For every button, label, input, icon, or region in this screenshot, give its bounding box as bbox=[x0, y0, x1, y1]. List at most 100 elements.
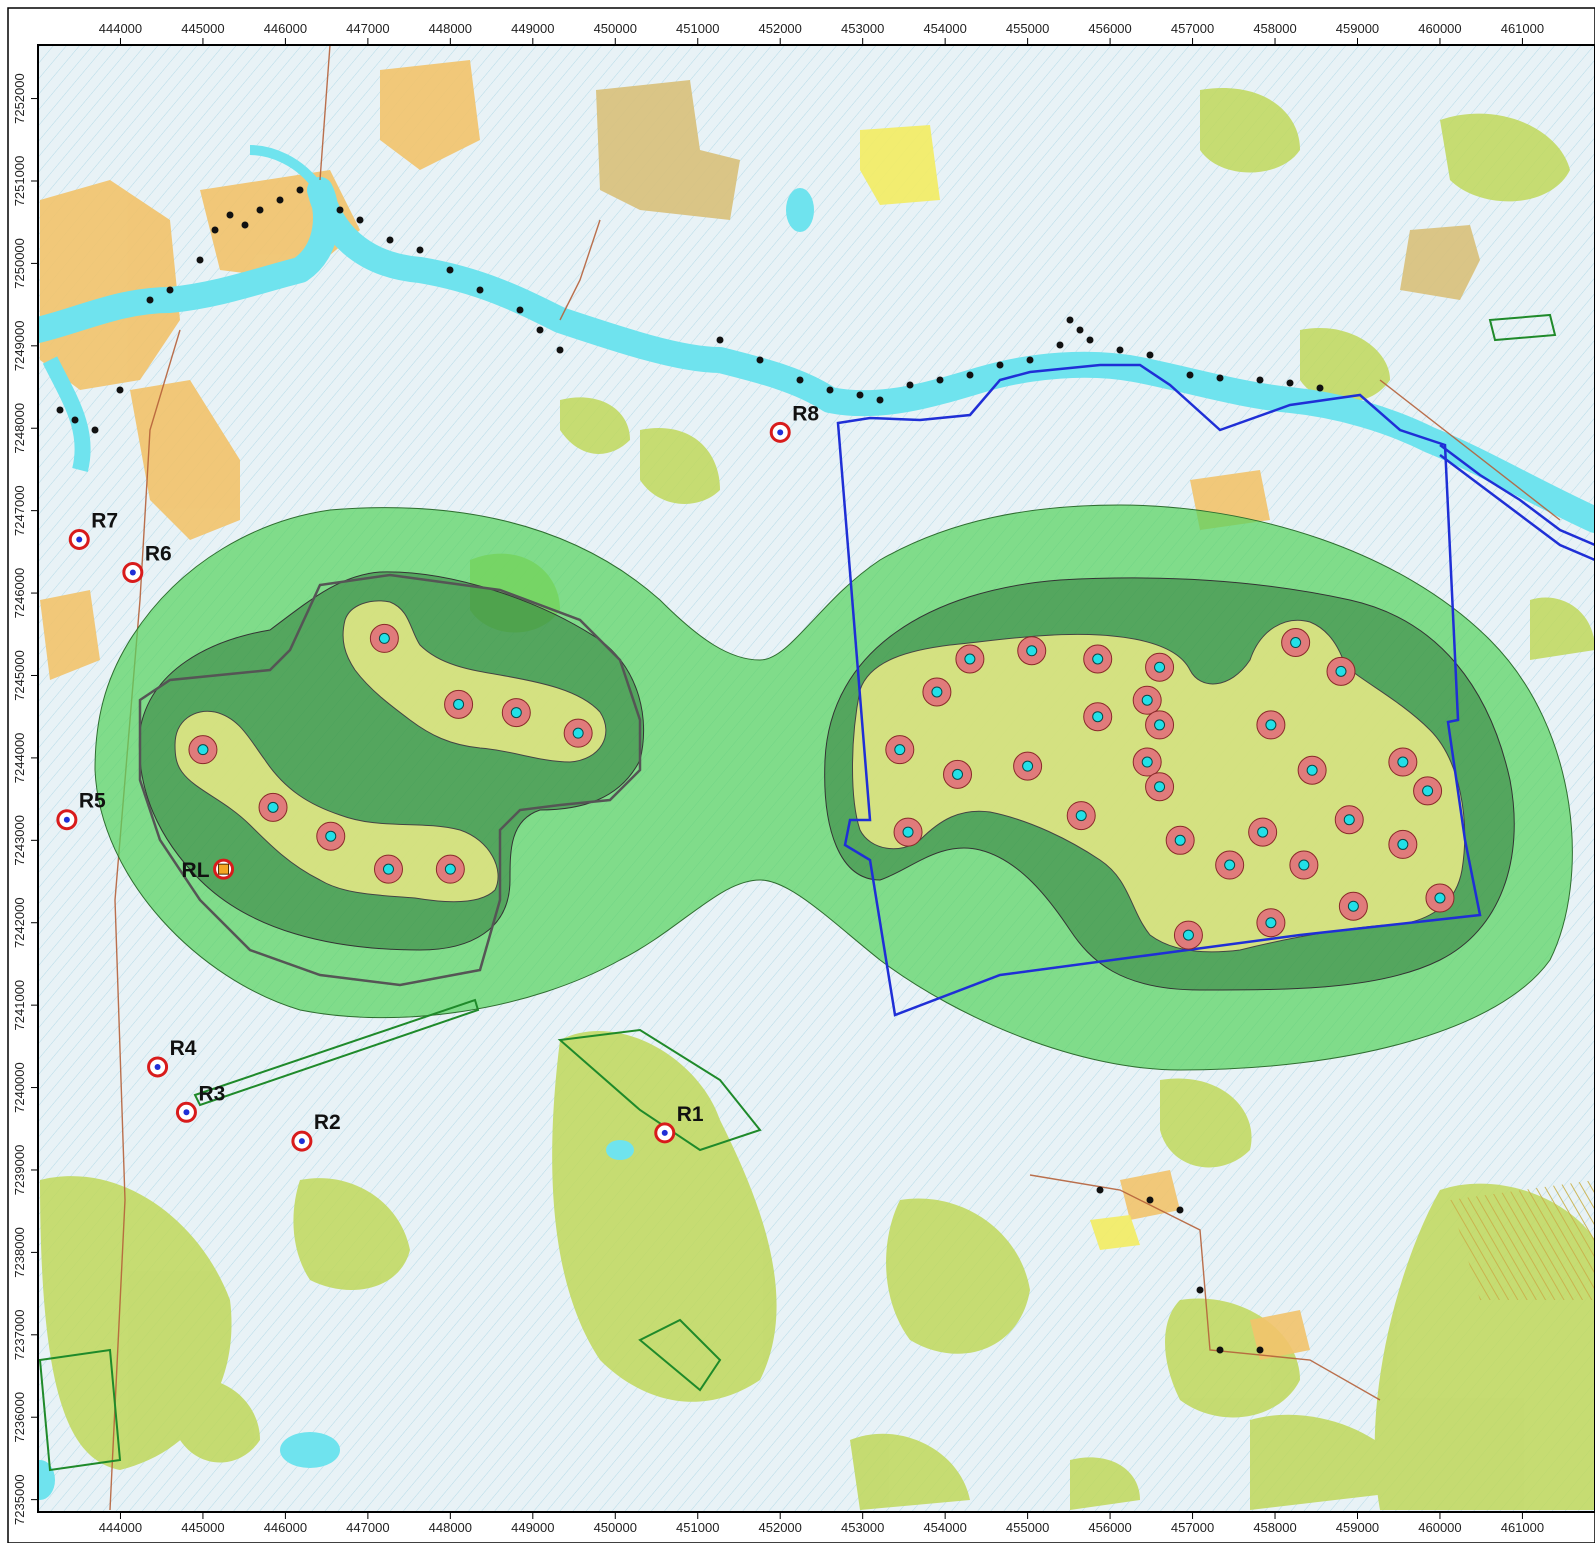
x-tick-label: 446000 bbox=[264, 21, 307, 36]
turbine-hub bbox=[1434, 892, 1446, 904]
turbine-hub bbox=[572, 727, 584, 739]
inner-impact-zone-west bbox=[174, 600, 607, 903]
receptor-dot bbox=[661, 1129, 668, 1136]
y-tick-label: 7247000 bbox=[12, 485, 27, 536]
receptor-r6[interactable]: R6 bbox=[122, 542, 172, 583]
x-tick-label: 447000 bbox=[346, 21, 389, 36]
building-dot bbox=[1096, 1186, 1104, 1194]
y-tick-label: 7246000 bbox=[12, 568, 27, 619]
y-tick-label: 7240000 bbox=[12, 1062, 27, 1113]
turbine-marker bbox=[955, 644, 985, 674]
building-dot bbox=[1256, 376, 1264, 384]
turbine-marker bbox=[1256, 908, 1286, 938]
building-dot bbox=[826, 386, 834, 394]
turbine-hub bbox=[267, 801, 279, 813]
building-dot bbox=[1176, 1206, 1184, 1214]
x-tick-label: 455000 bbox=[1006, 1520, 1049, 1535]
receptor-r4[interactable]: R4 bbox=[147, 1037, 197, 1078]
y-tick-label: 7235000 bbox=[12, 1474, 27, 1525]
turbine-marker bbox=[1066, 801, 1096, 831]
building-dot bbox=[876, 396, 884, 404]
turbine-hub bbox=[1026, 645, 1038, 657]
building-dot bbox=[1286, 379, 1294, 387]
turbine-hub bbox=[453, 698, 465, 710]
receptor-label: R2 bbox=[314, 1111, 341, 1134]
building-dot bbox=[256, 206, 264, 214]
x-tick-label: 444000 bbox=[99, 21, 142, 36]
receptor-dot bbox=[154, 1063, 161, 1070]
receptor-dot bbox=[298, 1138, 305, 1145]
turbine-hub bbox=[894, 744, 906, 756]
x-tick-label: 449000 bbox=[511, 21, 554, 36]
outer-frame bbox=[7, 7, 1595, 1543]
receptor-r1[interactable]: R1 bbox=[654, 1103, 704, 1144]
receptor-dot bbox=[129, 569, 136, 576]
building-dot bbox=[1216, 1346, 1224, 1354]
receptor-label: R6 bbox=[145, 542, 172, 565]
receptor-r8[interactable]: R8 bbox=[769, 402, 819, 443]
turbine-marker bbox=[501, 698, 531, 728]
turbine-hub bbox=[1265, 719, 1277, 731]
x-tick-label: 459000 bbox=[1336, 1520, 1379, 1535]
building-dot bbox=[146, 296, 154, 304]
turbine-hub bbox=[1265, 917, 1277, 929]
wind-turbines bbox=[188, 623, 1455, 950]
turbine-marker bbox=[885, 735, 915, 765]
receptor-r3[interactable]: R3 bbox=[175, 1082, 225, 1123]
x-tick-label: 447000 bbox=[346, 1520, 389, 1535]
turbine-hub bbox=[1182, 929, 1194, 941]
field-areas bbox=[40, 60, 1310, 1360]
receptor-r7[interactable]: R7 bbox=[68, 509, 118, 550]
receptor-r2[interactable]: R2 bbox=[291, 1111, 341, 1152]
turbine-marker bbox=[1425, 883, 1455, 913]
map-frame bbox=[37, 44, 1595, 1513]
building-dot bbox=[226, 211, 234, 219]
x-tick-label: 454000 bbox=[923, 1520, 966, 1535]
building-dot bbox=[1066, 316, 1074, 324]
building-dot bbox=[71, 416, 79, 424]
turbine-marker bbox=[1145, 710, 1175, 740]
turbine-marker bbox=[1388, 829, 1418, 859]
turbine-marker bbox=[1289, 850, 1319, 880]
x-tick-label: 461000 bbox=[1501, 1520, 1544, 1535]
x-tick-label: 460000 bbox=[1418, 21, 1461, 36]
building-dot bbox=[1146, 1196, 1154, 1204]
x-tick-label: 456000 bbox=[1088, 1520, 1131, 1535]
turbine-hub bbox=[1154, 661, 1166, 673]
turbine-hub bbox=[1347, 900, 1359, 912]
x-tick-label: 453000 bbox=[841, 1520, 884, 1535]
turbine-hub bbox=[1154, 781, 1166, 793]
turbine-marker bbox=[1297, 755, 1327, 785]
building-dot bbox=[1216, 374, 1224, 382]
turbine-hub bbox=[1075, 810, 1087, 822]
x-tick-label: 444000 bbox=[99, 1520, 142, 1535]
receptor-label: R7 bbox=[91, 509, 118, 532]
turbine-marker bbox=[1132, 685, 1162, 715]
receptor-label: R4 bbox=[170, 1037, 197, 1060]
building-dot bbox=[906, 381, 914, 389]
building-dot bbox=[386, 236, 394, 244]
buildings bbox=[56, 186, 1324, 1354]
receptor-label: R3 bbox=[198, 1082, 225, 1105]
turbine-hub bbox=[1022, 760, 1034, 772]
y-tick-label: 7238000 bbox=[12, 1227, 27, 1278]
turbine-marker bbox=[1256, 710, 1286, 740]
receptor-r5[interactable]: R5 bbox=[56, 790, 106, 831]
receptor-label: RL bbox=[182, 859, 210, 882]
turbine-marker bbox=[1388, 747, 1418, 777]
project-area-boundary-west bbox=[138, 573, 642, 987]
clearing-areas bbox=[860, 125, 1140, 1250]
building-dot bbox=[476, 286, 484, 294]
x-tick-label: 449000 bbox=[511, 1520, 554, 1535]
building-dot bbox=[1186, 371, 1194, 379]
turbine-hub bbox=[444, 863, 456, 875]
receptor-square-icon bbox=[218, 863, 230, 875]
building-dot bbox=[446, 266, 454, 274]
turbine-hub bbox=[1298, 859, 1310, 871]
x-tick-label: 451000 bbox=[676, 1520, 719, 1535]
building-dot bbox=[91, 426, 99, 434]
x-tick-label: 457000 bbox=[1171, 1520, 1214, 1535]
receptor-rl[interactable]: RL bbox=[182, 858, 235, 882]
